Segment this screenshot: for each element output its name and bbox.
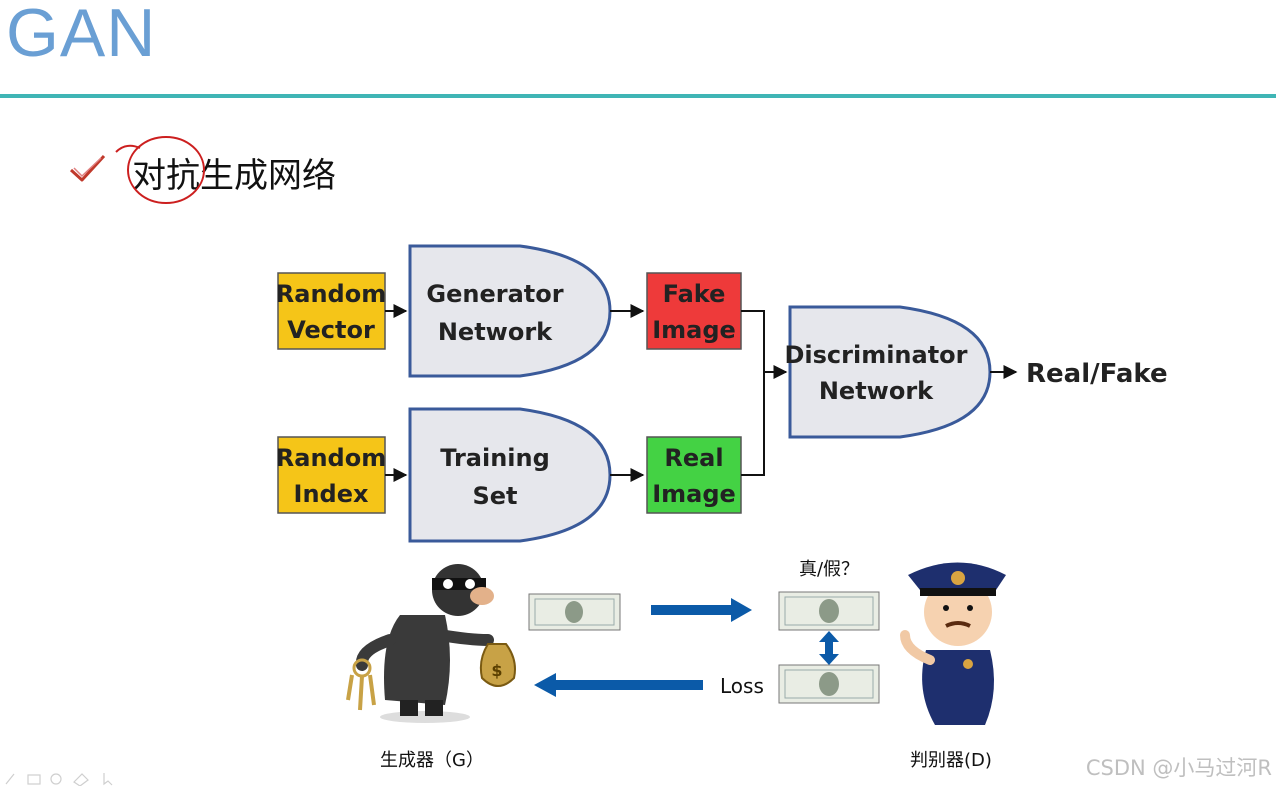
csdn-watermark: CSDN @小马过河R <box>1085 756 1272 780</box>
random-vector-label-2: Vector <box>287 316 375 344</box>
pen-tool-icon <box>5 773 15 785</box>
training-set-gate: Training Set <box>408 407 612 543</box>
dollar-bill-2 <box>778 591 880 631</box>
random-index-box: Random Index <box>276 436 386 514</box>
loss-label: Loss <box>720 674 764 698</box>
dollar-bill-3 <box>778 664 880 704</box>
discriminator-label-1: Discriminator <box>784 341 967 369</box>
presentation-toolbar[interactable] <box>4 770 124 786</box>
keys-icon <box>346 658 376 711</box>
slide-title: GAN <box>6 0 157 71</box>
money-bag-icon: $ <box>479 643 516 687</box>
merge-connector <box>741 310 788 476</box>
generator-label-1: Generator <box>426 280 563 308</box>
real-image-box: Real Image <box>646 436 742 514</box>
training-set-label-2: Set <box>472 482 517 510</box>
forward-arrow-icon <box>651 598 752 622</box>
eraser-icon <box>73 773 89 786</box>
discriminator-label-2: Network <box>819 377 934 405</box>
random-index-label-2: Index <box>294 480 369 508</box>
real-image-label-2: Image <box>652 480 736 508</box>
random-vector-label-1: Random <box>276 280 386 308</box>
fake-image-label-1: Fake <box>663 280 726 308</box>
zoom-icon <box>50 773 62 785</box>
generator-network-gate: Generator Network <box>408 244 612 378</box>
random-vector-box: Random Vector <box>276 272 386 350</box>
thief-illustration: $ <box>346 564 516 723</box>
handwritten-circle-annotation <box>115 136 205 204</box>
discriminator-network-gate: Discriminator Network <box>784 305 992 439</box>
training-set-label-1: Training <box>440 444 550 472</box>
discriminator-caption: 判别器(D) <box>910 750 992 771</box>
pointer-icon <box>103 773 113 786</box>
dollar-bill-1 <box>528 593 621 631</box>
real-fake-question: 真/假？ <box>799 559 859 580</box>
compare-arrow-icon <box>819 631 839 665</box>
loss-arrow-icon <box>534 673 703 697</box>
bullet-heading: 对抗生成网络 <box>132 156 336 196</box>
random-index-label-1: Random <box>276 444 386 472</box>
generator-caption: 生成器（G） <box>380 750 484 771</box>
police-officer-illustration <box>900 562 1006 725</box>
svg-text:$: $ <box>491 661 502 680</box>
title-divider <box>0 94 1276 98</box>
slide-icon <box>27 774 41 785</box>
fake-image-box: Fake Image <box>646 272 742 350</box>
generator-label-2: Network <box>438 318 553 346</box>
fake-image-label-2: Image <box>652 316 736 344</box>
checkmark-bullet-icon <box>69 154 106 182</box>
real-fake-output-label: Real/Fake <box>1026 359 1168 389</box>
real-image-label-1: Real <box>664 444 723 472</box>
